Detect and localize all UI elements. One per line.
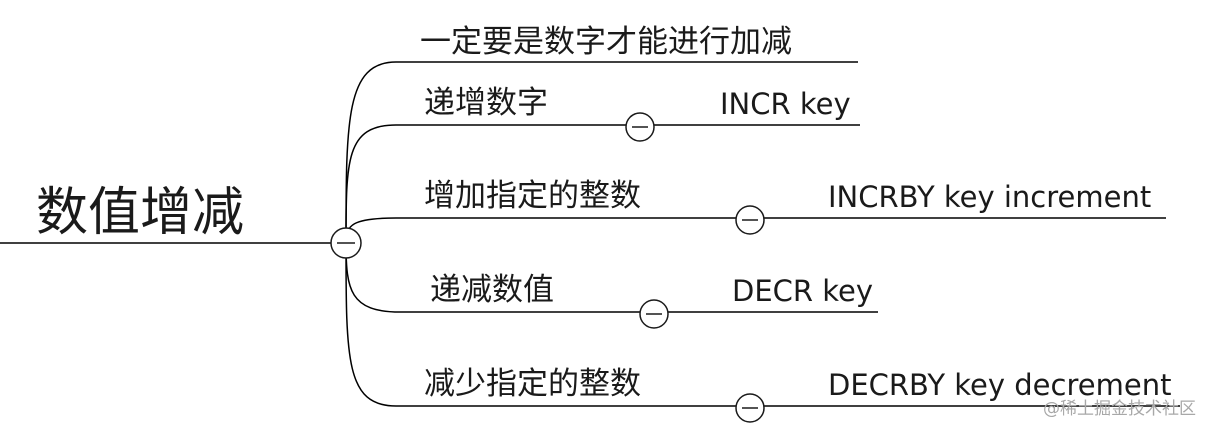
minus-circle-icon[interactable]: [330, 227, 362, 259]
command-label: DECR key: [732, 274, 873, 308]
branch-label: 增加指定的整数: [424, 178, 641, 214]
command-label: DECRBY key decrement: [828, 368, 1171, 402]
minus-circle-icon[interactable]: [625, 112, 655, 142]
command-label: INCRBY key increment: [828, 180, 1151, 214]
command-label: INCR key: [720, 87, 851, 121]
branch-label: 减少指定的整数: [424, 366, 641, 402]
branch-decrby[interactable]: 减少指定的整数 DECRBY key decrement: [424, 366, 1180, 423]
connector-2: [345, 217, 748, 244]
connector-1: [345, 124, 640, 244]
branch-decr[interactable]: 递减数值 DECR key: [430, 272, 878, 329]
minus-circle-icon[interactable]: [735, 205, 765, 235]
connector-4: [345, 242, 750, 407]
branch-note[interactable]: 一定要是数字才能进行加减: [420, 24, 792, 60]
watermark: @稀土掘金技术社区: [1043, 399, 1196, 419]
branch-label: 递增数字: [424, 85, 548, 121]
minus-circle-icon[interactable]: [735, 393, 765, 423]
branch-incr[interactable]: 递增数字 INCR key: [424, 85, 860, 142]
minus-circle-icon[interactable]: [639, 299, 669, 329]
branch-label: 递减数值: [430, 272, 554, 308]
root-node[interactable]: 数值增减: [0, 183, 346, 244]
branch-label: 一定要是数字才能进行加减: [420, 24, 792, 60]
root-label: 数值增减: [36, 183, 244, 243]
branch-incrby[interactable]: 增加指定的整数 INCRBY key increment: [424, 178, 1166, 235]
